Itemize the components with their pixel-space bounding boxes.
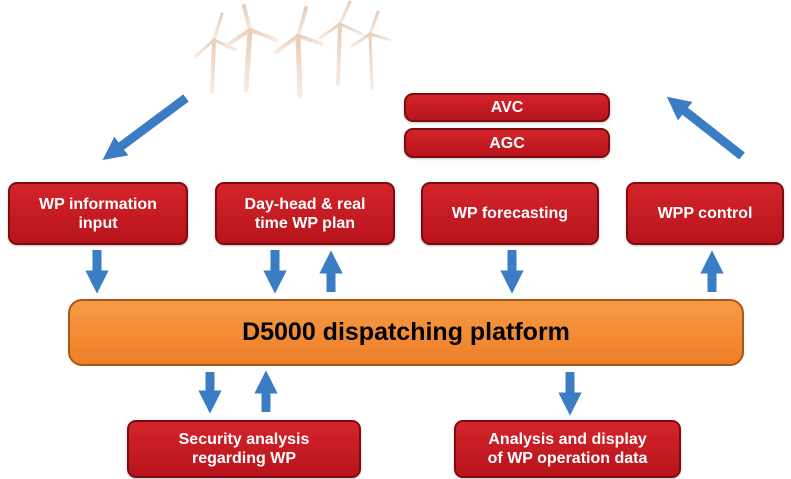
d5000-platform-bar: D5000 dispatching platform: [68, 299, 744, 366]
wp-information-input-line2: input: [78, 214, 118, 232]
wp-information-input-box: WP information input: [8, 182, 188, 245]
analysis-display-box: Analysis and display of WP operation dat…: [454, 420, 681, 478]
arrow-wpp-control-to-avc: [666, 96, 745, 160]
wp-information-input-line1: WP information: [39, 195, 157, 213]
platform-label: D5000 dispatching platform: [242, 318, 570, 346]
security-analysis-box: Security analysis regarding WP: [127, 420, 361, 478]
security-analysis-line2: regarding WP: [191, 450, 296, 467]
wpp-control-box: WPP control: [626, 182, 784, 245]
agc-label: AGC: [489, 134, 525, 152]
day-ahead-plan-line2: time WP plan: [254, 214, 356, 232]
security-analysis-line1: Security analysis: [178, 431, 310, 448]
wpp-control-label: WPP control: [657, 205, 753, 222]
arrow-turbines-to-info: [102, 94, 189, 160]
analysis-display-line2: of WP operation data: [487, 450, 648, 467]
avc-label: AVC: [490, 99, 524, 116]
avc-box: AVC: [404, 93, 610, 122]
day-ahead-plan-line1: Day-head & real: [244, 195, 366, 213]
analysis-display-line1: Analysis and display: [488, 431, 647, 448]
day-ahead-plan-box: Day-head & real time WP plan: [215, 182, 395, 245]
wp-forecasting-box: WP forecasting: [421, 182, 599, 245]
wp-forecasting-label: WP forecasting: [451, 205, 569, 222]
agc-box: AGC: [404, 128, 610, 158]
